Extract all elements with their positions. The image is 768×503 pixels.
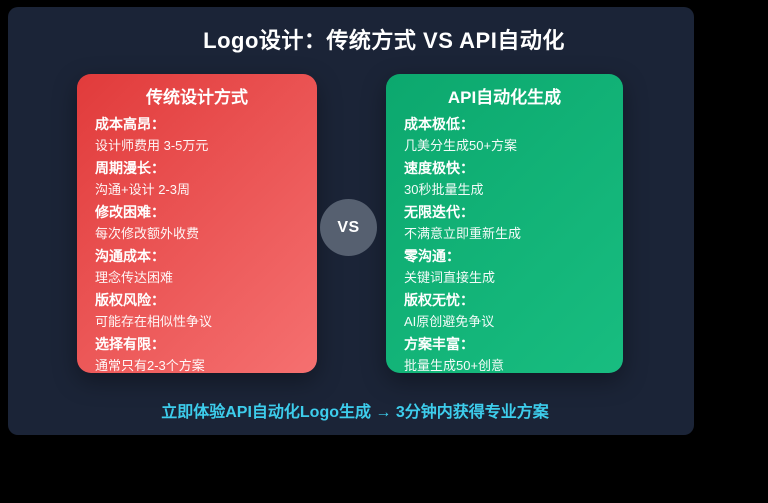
- list-item: 无限迭代： 不满意立即重新生成: [404, 203, 605, 243]
- item-desc: 几美分生成50+方案: [404, 138, 518, 153]
- item-desc: 通常只有2-3个方案: [95, 358, 205, 373]
- item-label: 零沟通：: [404, 248, 460, 264]
- list-item: 成本高昂： 设计师费用 3-5万元: [95, 115, 299, 155]
- item-desc: 设计师费用 3-5万元: [95, 138, 209, 153]
- item-desc: 可能存在相似性争议: [95, 314, 213, 329]
- item-label: 成本极低：: [404, 116, 474, 132]
- item-label: 修改困难：: [95, 204, 165, 220]
- item-desc: 沟通+设计 2-3周: [95, 182, 190, 197]
- list-item: 版权无忧： AI原创避免争议: [404, 291, 605, 331]
- item-desc: 批量生成50+创意: [404, 358, 505, 373]
- traditional-card-title: 传统设计方式: [146, 88, 248, 107]
- list-item: 版权风险： 可能存在相似性争议: [95, 291, 299, 331]
- item-label: 速度极快：: [404, 160, 474, 176]
- item-label: 版权风险：: [95, 292, 165, 308]
- item-desc: 30秒批量生成: [404, 182, 484, 197]
- item-label: 选择有限：: [95, 336, 165, 352]
- item-label: 沟通成本：: [95, 248, 165, 264]
- item-label: 方案丰富：: [404, 336, 474, 352]
- vs-badge: VS: [320, 199, 377, 256]
- item-label: 周期漫长：: [95, 160, 165, 176]
- item-label: 无限迭代：: [404, 204, 474, 220]
- list-item: 周期漫长： 沟通+设计 2-3周: [95, 159, 299, 199]
- api-automation-card: API自动化生成 成本极低： 几美分生成50+方案 速度极快： 30秒批量生成 …: [386, 74, 623, 373]
- item-desc: 不满意立即重新生成: [404, 226, 522, 241]
- item-desc: 关键词直接生成: [404, 270, 496, 285]
- item-desc: 每次修改额外收费: [95, 226, 200, 241]
- cta-text: 立即体验API自动化Logo生成 → 3分钟内获得专业方案: [161, 404, 549, 421]
- list-item: 修改困难： 每次修改额外收费: [95, 203, 299, 243]
- list-item: 成本极低： 几美分生成50+方案: [404, 115, 605, 155]
- traditional-design-card: 传统设计方式 成本高昂： 设计师费用 3-5万元 周期漫长： 沟通+设计 2-3…: [77, 74, 317, 373]
- list-item: 沟通成本： 理念传达困难: [95, 247, 299, 287]
- list-item: 方案丰富： 批量生成50+创意: [404, 335, 605, 375]
- list-item: 速度极快： 30秒批量生成: [404, 159, 605, 199]
- list-item: 零沟通： 关键词直接生成: [404, 247, 605, 287]
- item-label: 版权无忧：: [404, 292, 474, 308]
- page-title: Logo设计：传统方式 VS API自动化: [203, 28, 565, 53]
- list-item: 选择有限： 通常只有2-3个方案: [95, 335, 299, 375]
- item-desc: 理念传达困难: [95, 270, 174, 285]
- item-desc: AI原创避免争议: [404, 314, 495, 329]
- item-label: 成本高昂：: [95, 116, 165, 132]
- api-card-title: API自动化生成: [447, 88, 562, 107]
